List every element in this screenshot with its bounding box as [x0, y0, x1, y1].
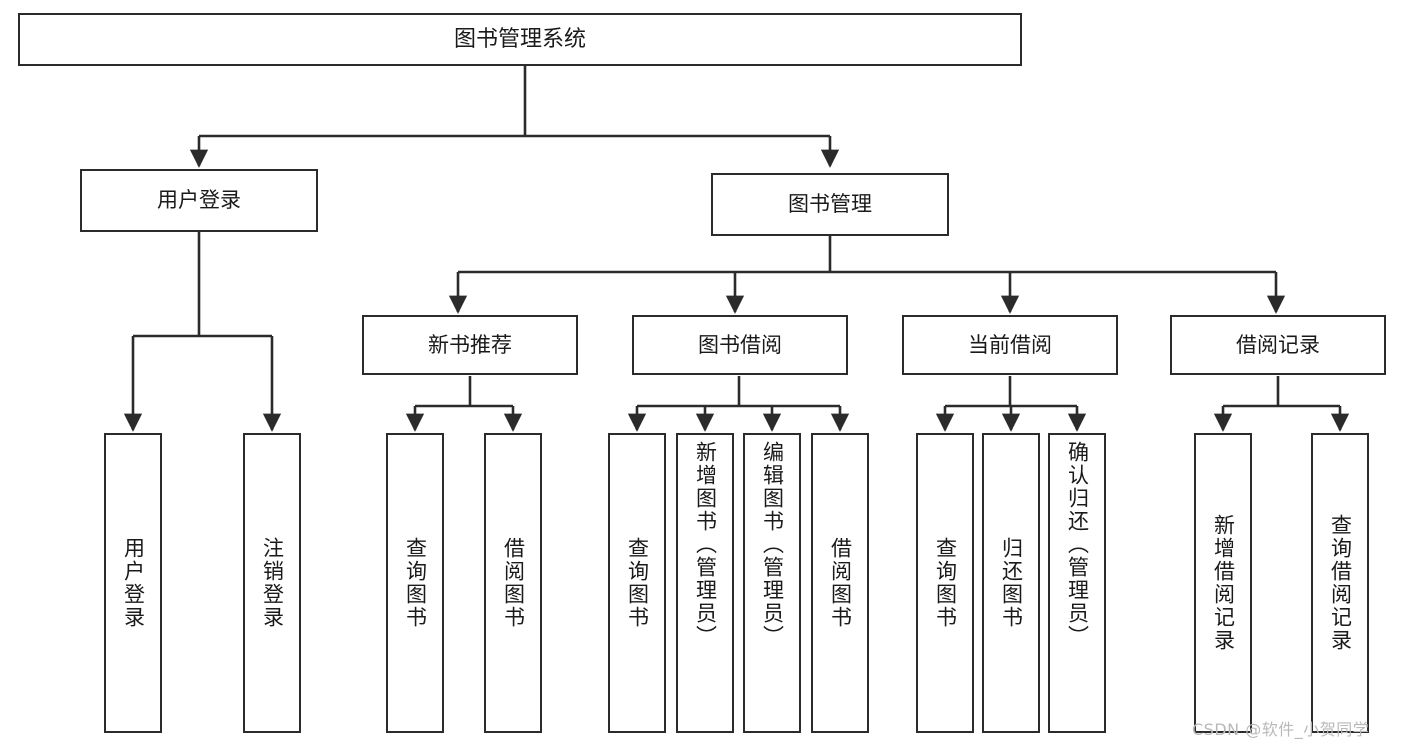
leaf-borrow-record-1-label: 查询借阅记录 [1328, 514, 1353, 652]
node-borrow-record[interactable]: 借阅记录 [1170, 315, 1386, 375]
node-current-borrow[interactable]: 当前借阅 [902, 315, 1118, 375]
node-book-manage-label: 图书管理 [788, 192, 872, 217]
leaf-book-borrow-1-label: 新增图书（管理员） [693, 441, 718, 648]
node-user-login-label: 用户登录 [157, 188, 241, 213]
leaf-user-login-1[interactable]: 注销登录 [243, 433, 301, 733]
leaf-new-book-recommend-0-label: 查询图书 [403, 537, 428, 629]
leaf-book-borrow-3-label: 借阅图书 [828, 537, 853, 629]
leaf-current-borrow-1-label: 归还图书 [999, 537, 1024, 629]
node-user-login[interactable]: 用户登录 [80, 169, 318, 232]
leaf-new-book-recommend-1[interactable]: 借阅图书 [484, 433, 542, 733]
node-book-manage[interactable]: 图书管理 [711, 173, 949, 236]
leaf-user-login-1-label: 注销登录 [260, 537, 285, 629]
leaf-current-borrow-0-label: 查询图书 [933, 537, 958, 629]
leaf-book-borrow-0-label: 查询图书 [625, 537, 650, 629]
leaf-current-borrow-2-label: 确认归还（管理员） [1065, 441, 1090, 648]
leaf-user-login-0[interactable]: 用户登录 [104, 433, 162, 733]
leaf-new-book-recommend-1-label: 借阅图书 [501, 537, 526, 629]
node-current-borrow-label: 当前借阅 [968, 332, 1052, 357]
node-new-book-recommend-label: 新书推荐 [428, 332, 512, 357]
leaf-current-borrow-1[interactable]: 归还图书 [982, 433, 1040, 733]
leaf-borrow-record-1[interactable]: 查询借阅记录 [1311, 433, 1369, 733]
leaf-book-borrow-1[interactable]: 新增图书（管理员） [676, 433, 734, 733]
node-book-borrow-label: 图书借阅 [698, 332, 782, 357]
leaf-book-borrow-2-label: 编辑图书（管理员） [760, 441, 785, 648]
leaf-current-borrow-2[interactable]: 确认归还（管理员） [1048, 433, 1106, 733]
node-borrow-record-label: 借阅记录 [1236, 332, 1320, 357]
node-root[interactable]: 图书管理系统 [18, 13, 1022, 66]
leaf-user-login-0-label: 用户登录 [121, 537, 146, 629]
leaf-book-borrow-2[interactable]: 编辑图书（管理员） [743, 433, 801, 733]
csdn-watermark: CSDN @软件_小贺同学 [1192, 720, 1370, 739]
leaf-new-book-recommend-0[interactable]: 查询图书 [386, 433, 444, 733]
leaf-borrow-record-0[interactable]: 新增借阅记录 [1194, 433, 1252, 733]
leaf-book-borrow-0[interactable]: 查询图书 [608, 433, 666, 733]
leaf-book-borrow-3[interactable]: 借阅图书 [811, 433, 869, 733]
leaf-borrow-record-0-label: 新增借阅记录 [1211, 514, 1236, 652]
node-book-borrow[interactable]: 图书借阅 [632, 315, 848, 375]
node-root-label: 图书管理系统 [453, 26, 586, 52]
node-new-book-recommend[interactable]: 新书推荐 [362, 315, 578, 375]
leaf-current-borrow-0[interactable]: 查询图书 [916, 433, 974, 733]
